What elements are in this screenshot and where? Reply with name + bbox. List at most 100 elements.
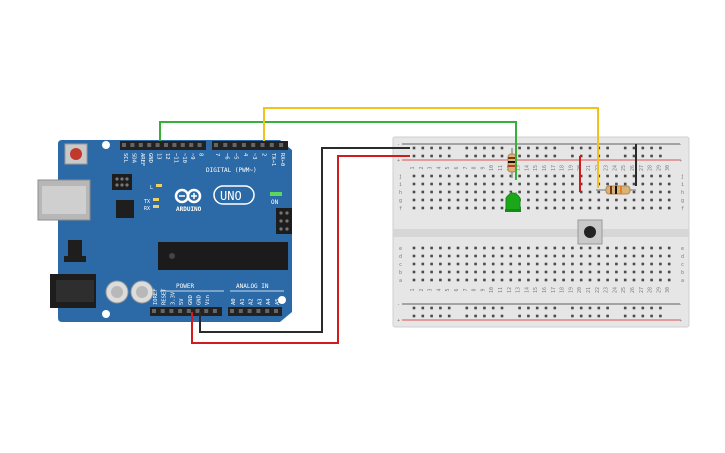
- terminal-hole[interactable]: [562, 190, 565, 194]
- terminal-hole[interactable]: [667, 262, 671, 266]
- rail-hole[interactable]: [650, 154, 653, 158]
- rail-hole[interactable]: [474, 314, 477, 318]
- terminal-hole[interactable]: [606, 246, 609, 250]
- terminal-hole[interactable]: [597, 278, 601, 282]
- terminal-hole[interactable]: [412, 278, 416, 282]
- terminal-hole[interactable]: [491, 246, 495, 250]
- terminal-hole[interactable]: [553, 190, 557, 194]
- terminal-hole[interactable]: [667, 182, 671, 186]
- terminal-hole[interactable]: [632, 270, 636, 274]
- terminal-hole[interactable]: [641, 246, 645, 250]
- rail-hole[interactable]: [491, 146, 495, 150]
- terminal-hole[interactable]: [544, 198, 548, 202]
- terminal-hole[interactable]: [412, 262, 416, 266]
- rail-hole[interactable]: [623, 154, 627, 158]
- rail-hole[interactable]: [527, 154, 530, 158]
- terminal-hole[interactable]: [500, 254, 504, 258]
- terminal-hole[interactable]: [579, 174, 583, 178]
- terminal-hole[interactable]: [553, 246, 557, 250]
- wire-green[interactable]: [159, 121, 517, 180]
- rail-hole[interactable]: [421, 146, 425, 150]
- header-pin[interactable]: [155, 143, 160, 147]
- header-pin[interactable]: [247, 309, 252, 313]
- terminal-hole[interactable]: [667, 270, 671, 274]
- header-pin[interactable]: [172, 143, 177, 147]
- terminal-hole[interactable]: [553, 206, 557, 210]
- terminal-hole[interactable]: [474, 206, 477, 210]
- terminal-hole[interactable]: [527, 182, 530, 186]
- terminal-hole[interactable]: [430, 254, 433, 258]
- terminal-hole[interactable]: [650, 246, 653, 250]
- terminal-hole[interactable]: [562, 278, 565, 282]
- terminal-hole[interactable]: [553, 198, 557, 202]
- rail-hole[interactable]: [606, 146, 609, 150]
- rail-hole[interactable]: [500, 154, 504, 158]
- terminal-hole[interactable]: [632, 246, 636, 250]
- terminal-hole[interactable]: [439, 198, 442, 202]
- header-pin[interactable]: [164, 143, 168, 147]
- terminal-hole[interactable]: [421, 206, 425, 210]
- terminal-hole[interactable]: [527, 270, 530, 274]
- header-pin[interactable]: [212, 309, 217, 313]
- terminal-hole[interactable]: [659, 198, 662, 202]
- header-pin[interactable]: [279, 143, 284, 147]
- rail-hole[interactable]: [659, 146, 662, 150]
- terminal-hole[interactable]: [553, 174, 557, 178]
- rail-hole[interactable]: [623, 314, 627, 318]
- terminal-hole[interactable]: [483, 254, 486, 258]
- terminal-hole[interactable]: [509, 262, 513, 266]
- terminal-hole[interactable]: [544, 278, 548, 282]
- terminal-hole[interactable]: [641, 198, 645, 202]
- rail-hole[interactable]: [500, 314, 504, 318]
- terminal-hole[interactable]: [615, 198, 618, 202]
- terminal-hole[interactable]: [579, 254, 583, 258]
- rail-hole[interactable]: [535, 146, 539, 150]
- terminal-hole[interactable]: [562, 262, 565, 266]
- terminal-hole[interactable]: [474, 182, 477, 186]
- breadboard[interactable]: - + - + - + - + 123456789101112131415161…: [392, 136, 690, 328]
- terminal-hole[interactable]: [474, 174, 477, 178]
- header-pin[interactable]: [130, 143, 135, 147]
- terminal-hole[interactable]: [447, 190, 451, 194]
- rail-hole[interactable]: [491, 314, 495, 318]
- terminal-hole[interactable]: [562, 270, 565, 274]
- rail-hole[interactable]: [483, 154, 486, 158]
- header-pin[interactable]: [251, 143, 256, 147]
- terminal-hole[interactable]: [632, 190, 636, 194]
- terminal-hole[interactable]: [571, 262, 574, 266]
- terminal-hole[interactable]: [474, 246, 477, 250]
- terminal-hole[interactable]: [579, 270, 583, 274]
- terminal-hole[interactable]: [597, 190, 601, 194]
- terminal-hole[interactable]: [518, 262, 521, 266]
- terminal-hole[interactable]: [412, 254, 416, 258]
- rail-hole[interactable]: [571, 154, 574, 158]
- header-pin[interactable]: [260, 143, 265, 147]
- terminal-hole[interactable]: [430, 190, 433, 194]
- terminal-hole[interactable]: [483, 206, 486, 210]
- terminal-hole[interactable]: [632, 198, 636, 202]
- terminal-hole[interactable]: [571, 254, 574, 258]
- rail-hole[interactable]: [544, 306, 548, 310]
- terminal-hole[interactable]: [527, 174, 530, 178]
- rail-hole[interactable]: [571, 306, 574, 310]
- terminal-hole[interactable]: [667, 190, 671, 194]
- rail-hole[interactable]: [500, 306, 504, 310]
- header-pin[interactable]: [122, 143, 126, 147]
- terminal-hole[interactable]: [659, 254, 662, 258]
- terminal-hole[interactable]: [535, 278, 539, 282]
- terminal-hole[interactable]: [553, 278, 557, 282]
- terminal-hole[interactable]: [588, 206, 592, 210]
- terminal-hole[interactable]: [500, 198, 504, 202]
- terminal-hole[interactable]: [553, 182, 557, 186]
- terminal-hole[interactable]: [439, 246, 442, 250]
- terminal-hole[interactable]: [650, 278, 653, 282]
- terminal-hole[interactable]: [518, 270, 521, 274]
- header-pin[interactable]: [256, 309, 261, 313]
- terminal-hole[interactable]: [571, 270, 574, 274]
- terminal-hole[interactable]: [483, 278, 486, 282]
- terminal-hole[interactable]: [641, 174, 645, 178]
- rail-hole[interactable]: [650, 314, 653, 318]
- terminal-hole[interactable]: [483, 262, 486, 266]
- terminal-hole[interactable]: [465, 198, 469, 202]
- rail-hole[interactable]: [491, 154, 495, 158]
